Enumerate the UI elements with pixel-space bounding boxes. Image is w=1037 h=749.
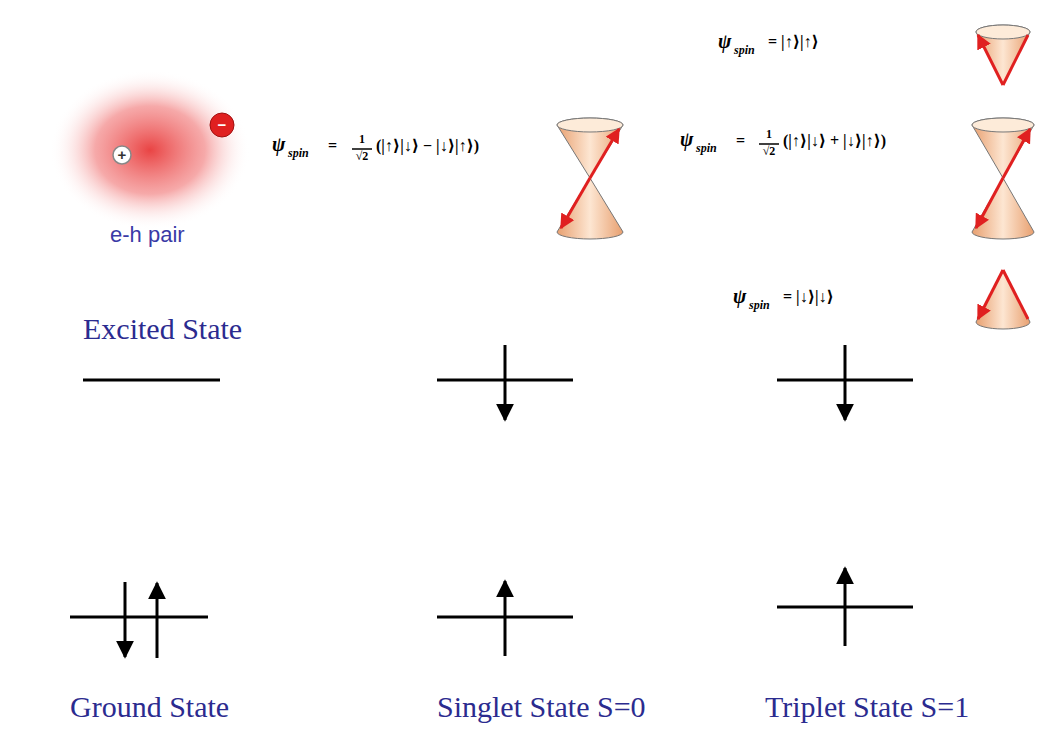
- fraction-numerator: 1: [352, 133, 372, 147]
- electron: [210, 113, 234, 137]
- energy-levels: [70, 380, 913, 617]
- spin-state: (|↑⟩|↓⟩ + |↓⟩|↑⟩): [783, 132, 886, 150]
- psi-symbol: ψ: [680, 128, 693, 151]
- psi-symbol: ψ: [718, 30, 731, 53]
- spin-cone: [976, 270, 1030, 329]
- fraction-denominator: √2: [352, 150, 372, 164]
- spin-cone: [557, 118, 623, 239]
- equals-sign: =: [736, 132, 745, 150]
- charge-sign: −: [212, 115, 232, 135]
- state-title: Singlet State S=0: [437, 690, 646, 725]
- hole: [113, 146, 131, 164]
- subscript: spin: [696, 142, 717, 156]
- spin-arrows: [125, 345, 845, 658]
- charge-sign: +: [112, 145, 132, 165]
- subscript: spin: [749, 299, 770, 313]
- state-title: Triplet State S=1: [765, 690, 969, 725]
- subscript: spin: [288, 147, 309, 161]
- subscript: spin: [734, 44, 755, 58]
- fraction-denominator: √2: [759, 145, 779, 159]
- spin-cone: [976, 25, 1030, 85]
- spin-cone: [972, 118, 1034, 239]
- spin-state: = |↓⟩|↓⟩: [783, 288, 834, 306]
- psi-symbol: ψ: [733, 285, 746, 308]
- fraction-numerator: 1: [759, 128, 779, 142]
- state-title: Ground State: [70, 690, 229, 725]
- exciton-cloud: [50, 70, 250, 230]
- caption-label: e-h pair: [110, 222, 185, 247]
- spin-state: (|↑⟩|↓⟩ − |↓⟩|↑⟩): [376, 137, 479, 155]
- state-title: Excited State: [83, 312, 242, 347]
- equals-sign: =: [328, 137, 337, 155]
- spin-state: = |↑⟩|↑⟩: [768, 33, 819, 51]
- psi-symbol: ψ: [272, 133, 285, 156]
